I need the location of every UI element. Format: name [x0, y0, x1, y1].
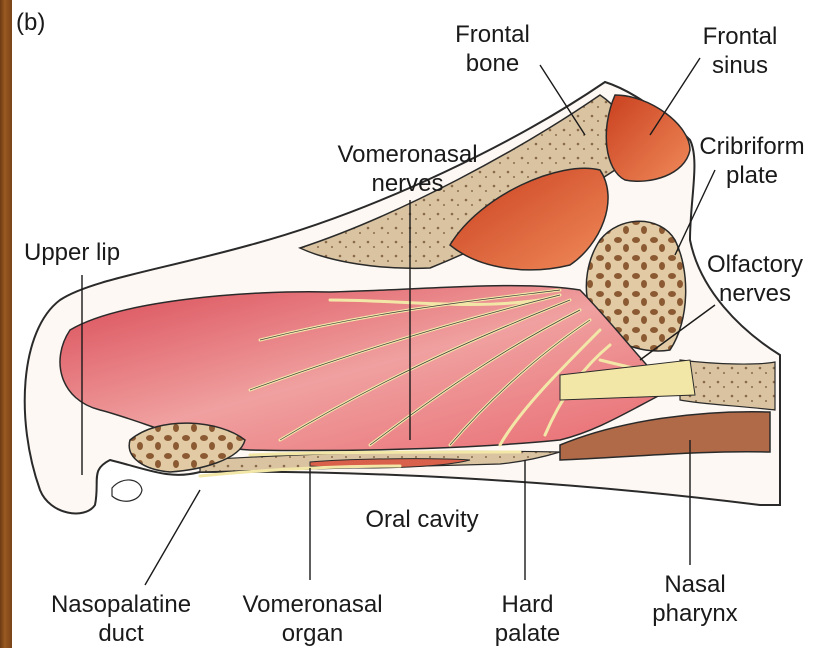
frontal-sinus-shape [606, 95, 690, 181]
label-frontal-sinus: Frontal sinus [690, 22, 790, 80]
nasopalatine-duct-line1: Nasopalatine [36, 590, 206, 619]
label-frontal-bone: Frontal bone [445, 20, 540, 78]
label-olfactory-nerves: Olfactory nerves [700, 250, 810, 308]
panel-label: (b) [16, 8, 45, 37]
hard-palate-line1: Hard [485, 590, 570, 619]
label-nasopalatine-duct: Nasopalatine duct [36, 590, 206, 648]
cribriform-plate-line1: Cribriform [692, 132, 812, 161]
label-hard-palate: Hard palate [485, 590, 570, 648]
nasopalatine-duct-line2: duct [36, 619, 206, 648]
olfactory-nerves-line2: nerves [700, 279, 810, 308]
vomeronasal-nerves-line2: nerves [320, 169, 495, 198]
panel-label-text: (b) [16, 8, 45, 37]
olfactory-nerves-line1: Olfactory [700, 250, 810, 279]
nasal-pharynx-line1: Nasal [640, 570, 750, 599]
vomeronasal-organ-line1: Vomeronasal [225, 590, 400, 619]
vomeronasal-nerves-line1: Vomeronasal [320, 140, 495, 169]
label-nasal-pharynx: Nasal pharynx [640, 570, 750, 628]
frontal-sinus-line1: Frontal [690, 22, 790, 51]
label-vomeronasal-organ: Vomeronasal organ [225, 590, 400, 648]
oral-cavity-text: Oral cavity [352, 505, 492, 534]
upper-lip-text: Upper lip [24, 238, 120, 267]
label-cribriform-plate: Cribriform plate [692, 132, 812, 190]
incisor-shape [112, 480, 142, 501]
hard-palate-line2: palate [485, 619, 570, 648]
label-vomeronasal-nerves: Vomeronasal nerves [320, 140, 495, 198]
frontal-sinus-line2: sinus [690, 51, 790, 80]
frontal-bone-line2: bone [445, 49, 540, 78]
nasal-pharynx-line2: pharynx [640, 599, 750, 628]
cribriform-plate-line2: plate [692, 161, 812, 190]
frontal-bone-line1: Frontal [445, 20, 540, 49]
label-upper-lip: Upper lip [24, 238, 120, 267]
label-oral-cavity: Oral cavity [352, 505, 492, 534]
vomeronasal-organ-line2: organ [225, 619, 400, 648]
posterior-bone-shape [680, 360, 775, 410]
